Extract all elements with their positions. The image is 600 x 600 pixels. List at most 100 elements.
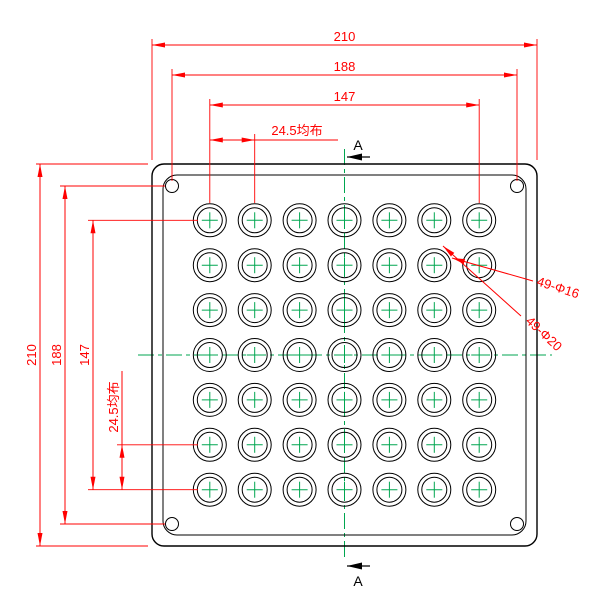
hole-inner-circle xyxy=(331,252,358,279)
hole xyxy=(462,338,497,372)
hole-inner-circle xyxy=(421,476,448,503)
hole-outer-circle xyxy=(372,382,407,417)
corner-relief xyxy=(165,517,179,531)
hole-outer-circle xyxy=(372,293,407,328)
hole-inner-circle xyxy=(331,431,358,458)
section-marker-bottom: A xyxy=(347,562,370,589)
hole xyxy=(462,427,497,462)
hole xyxy=(282,293,317,328)
section-marker-top: A xyxy=(347,137,370,161)
hole-outer-circle xyxy=(462,293,497,328)
hole xyxy=(372,338,407,372)
dim-188-left: 188 xyxy=(49,185,165,525)
section-top-label: A xyxy=(353,137,363,153)
hole xyxy=(372,203,407,238)
hole xyxy=(417,293,452,328)
hole-inner-circle xyxy=(466,476,493,503)
dim-147-top: 147 xyxy=(209,89,480,203)
hole-inner-circle xyxy=(466,342,493,368)
hole-outer-circle xyxy=(237,427,272,462)
hole xyxy=(327,472,362,507)
dim-210-left-label: 210 xyxy=(24,344,39,366)
hole-inner-circle xyxy=(466,297,493,324)
hole-outer-circle xyxy=(462,427,497,462)
hole-inner-circle xyxy=(241,252,268,279)
leader-outer-label: 49-Φ20 xyxy=(523,313,565,354)
hole xyxy=(327,427,362,462)
hole-inner-circle xyxy=(286,431,313,458)
hole-inner-circle xyxy=(331,342,358,368)
hole-outer-circle xyxy=(192,382,227,417)
hole-outer-circle xyxy=(417,382,452,417)
hole-inner-circle xyxy=(331,476,358,503)
hole-inner-circle xyxy=(286,342,313,368)
hole-inner-circle xyxy=(376,252,403,279)
hole-outer-circle xyxy=(282,203,317,238)
hole xyxy=(327,338,362,372)
dim-210-top: 210 xyxy=(151,29,538,160)
hole xyxy=(417,427,452,462)
hole-inner-circle xyxy=(421,386,448,413)
hole-inner-circle xyxy=(421,342,448,368)
hole-outer-circle xyxy=(237,472,272,507)
hole-inner-circle xyxy=(421,207,448,234)
dim-147-top-label: 147 xyxy=(334,89,356,104)
hole xyxy=(192,338,227,372)
hole-inner-circle xyxy=(376,297,403,324)
dim-188-top-label: 188 xyxy=(334,59,356,74)
hole-outer-circle xyxy=(417,293,452,328)
hole-inner-circle xyxy=(376,342,403,368)
hole-outer-circle xyxy=(372,427,407,462)
hole-outer-circle xyxy=(282,338,317,372)
dim-188-top: 188 xyxy=(171,59,518,181)
hole-inner-circle xyxy=(376,476,403,503)
hole-outer-circle xyxy=(282,382,317,417)
hole xyxy=(462,472,497,507)
hole-inner-circle xyxy=(241,431,268,458)
plate-outline xyxy=(151,163,538,547)
hole-inner-circle xyxy=(286,207,313,234)
hole xyxy=(192,382,227,417)
hole xyxy=(237,248,272,283)
hole xyxy=(372,293,407,328)
dim-210-top-label: 210 xyxy=(334,29,356,44)
hole xyxy=(462,382,497,417)
hole-inner-circle xyxy=(241,297,268,324)
hole-outer-circle xyxy=(237,293,272,328)
dim-pitch-left: 24.5均布 xyxy=(106,371,198,490)
hole-outer-circle xyxy=(282,248,317,283)
hole-outer-circle xyxy=(192,248,227,283)
hole-inner-circle xyxy=(421,297,448,324)
hole-outer-circle xyxy=(327,338,362,372)
dim-pitch-top: 24.5均布 xyxy=(209,123,338,203)
hole-outer-circle xyxy=(327,293,362,328)
hole-inner-circle xyxy=(331,207,358,234)
hole xyxy=(462,203,497,238)
hole xyxy=(282,382,317,417)
hole-outer-circle xyxy=(372,472,407,507)
hole xyxy=(237,338,272,372)
hole xyxy=(372,472,407,507)
hole-inner-circle xyxy=(466,252,493,279)
leader-hole-outer-dia: 49-Φ20 xyxy=(442,245,565,354)
hole xyxy=(327,382,362,417)
section-bottom-label: A xyxy=(353,573,363,589)
hole xyxy=(192,427,227,462)
hole xyxy=(192,293,227,328)
hole xyxy=(237,382,272,417)
hole xyxy=(417,472,452,507)
hole-outer-circle xyxy=(462,248,497,283)
hole xyxy=(327,203,362,238)
hole-inner-circle xyxy=(196,386,223,413)
hole-inner-circle xyxy=(466,431,493,458)
hole xyxy=(237,472,272,507)
hole-inner-circle xyxy=(376,207,403,234)
hole xyxy=(192,203,227,238)
hole xyxy=(192,248,227,283)
hole-outer-circle xyxy=(327,382,362,417)
hole-outer-circle xyxy=(462,203,497,238)
hole xyxy=(417,248,452,283)
hole-outer-circle xyxy=(372,203,407,238)
hole-outer-circle xyxy=(192,338,227,372)
